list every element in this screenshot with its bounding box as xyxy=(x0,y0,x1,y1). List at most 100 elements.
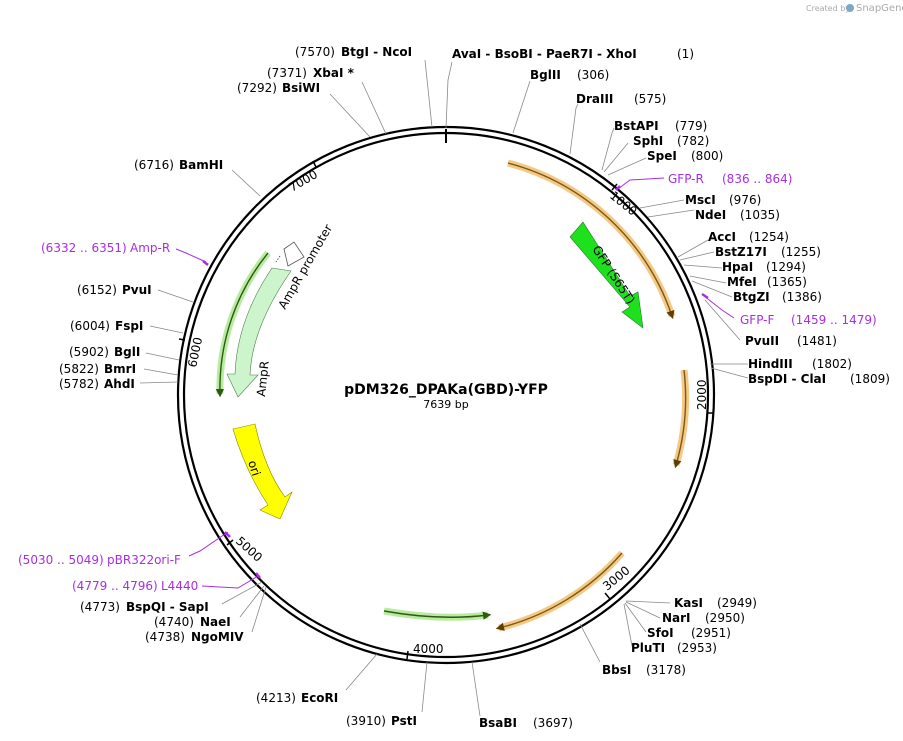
site-ndei-pos: (1035) xyxy=(740,208,780,222)
leader-bgli xyxy=(145,352,180,361)
leader-msci xyxy=(639,199,685,209)
site-acci-name[interactable]: AccI xyxy=(708,230,736,244)
snapgene-credit: Created by SnapGene xyxy=(806,3,903,14)
primer-gfp-f-leader xyxy=(703,295,735,319)
ampr-feature[interactable] xyxy=(226,267,292,398)
primer-gfp-f-range: (1459 .. 1479) xyxy=(791,313,877,327)
site-xbai-name[interactable]: XbaI * xyxy=(313,66,355,80)
primer-pbr322ori-f-range: (5030 .. 5049) xyxy=(18,553,104,567)
site-bgli-name[interactable]: BglI xyxy=(114,345,140,359)
leader-bmri xyxy=(143,368,179,376)
ampr-promoter-feature[interactable] xyxy=(283,241,305,267)
leader-pluti xyxy=(623,603,633,647)
leader-pvuii xyxy=(704,299,741,341)
tick-5000-mark xyxy=(226,539,234,546)
site-psti-pos: (3910) xyxy=(346,714,386,728)
site-pvui-name[interactable]: PvuI xyxy=(122,283,152,297)
site-bglii-name[interactable]: BglII xyxy=(530,68,561,82)
site-pluti-pos: (2953) xyxy=(677,641,717,655)
leader-sfoi xyxy=(624,602,647,633)
site-ecori-name[interactable]: EcoRI xyxy=(301,691,338,705)
site-avai-pos: (1) xyxy=(677,47,694,61)
site-hpai-name[interactable]: HpaI xyxy=(722,260,753,274)
primer-l4440-mark xyxy=(255,572,261,579)
site-mfei-name[interactable]: MfeI xyxy=(727,275,757,289)
leader-bspdi xyxy=(710,367,749,379)
site-spei-name[interactable]: SpeI xyxy=(647,149,677,163)
credit-created-by: Created by xyxy=(806,4,850,13)
site-bspqi-name[interactable]: BspQI - SapI xyxy=(126,600,209,614)
site-ndei-name[interactable]: NdeI xyxy=(695,208,726,222)
site-sfoi-pos: (2951) xyxy=(691,626,731,640)
site-hindiii-pos: (1802) xyxy=(812,357,852,371)
site-bsabi-pos: (3697) xyxy=(533,716,573,730)
leader-bamhi xyxy=(231,169,261,197)
tick-7000-label: 7000 xyxy=(287,167,320,194)
primer-l4440-name[interactable]: L4440 xyxy=(161,579,198,593)
primer-pbr322ori-f-mark xyxy=(224,531,231,538)
site-xbai-pos: (7371) xyxy=(267,66,307,80)
tick-6000-mark xyxy=(178,338,186,341)
leader-bbsi xyxy=(579,623,601,663)
site-draiii-pos: (575) xyxy=(634,92,666,106)
site-btgi-name[interactable]: BtgI - NcoI xyxy=(341,45,412,59)
site-pvuii-pos: (1481) xyxy=(797,334,837,348)
primer-pbr322ori-f-name[interactable]: pBR322ori-F xyxy=(107,553,181,567)
primer-amp-r-name[interactable]: Amp-R xyxy=(130,241,170,255)
site-acci-pos: (1254) xyxy=(749,230,789,244)
leader-psti xyxy=(421,661,428,713)
tick-5000-label: 5000 xyxy=(233,534,265,565)
site-fspi-pos: (6004) xyxy=(70,319,110,333)
site-bamhi-name[interactable]: BamHI xyxy=(179,158,223,172)
ori-feature[interactable] xyxy=(232,423,293,520)
site-psti-name[interactable]: PstI xyxy=(391,714,417,728)
leader-hpai xyxy=(683,264,723,269)
orf-arcs xyxy=(215,159,690,632)
site-draiii-name[interactable]: DraIII xyxy=(576,92,613,106)
site-avai-name[interactable]: AvaI - BsoBI - PaeR7I - XhoI xyxy=(452,47,637,61)
site-hindiii-name[interactable]: HindIII xyxy=(748,357,793,371)
site-bsabi-name[interactable]: BsaBI xyxy=(479,716,517,730)
site-ngomiv-name[interactable]: NgoMIV xyxy=(191,630,244,644)
site-fspi-name[interactable]: FspI xyxy=(115,319,143,333)
site-ahdi-name[interactable]: AhdI xyxy=(104,377,135,391)
site-msci-name[interactable]: MscI xyxy=(685,193,716,207)
primer-pbr322ori-f-leader xyxy=(188,531,229,557)
leader-xbai xyxy=(361,81,387,135)
site-naei-name[interactable]: NaeI xyxy=(200,615,231,629)
plasmid-title: pDM326_DPAKa(GBD)-YFP 7639 bp xyxy=(344,382,548,411)
site-kasi-name[interactable]: KasI xyxy=(674,596,703,610)
leader-sphi xyxy=(603,142,629,173)
gfp-feature[interactable] xyxy=(569,221,644,329)
tick-3000-mark xyxy=(604,592,611,600)
tick-6000-label: 6000 xyxy=(185,336,205,369)
site-bsiwi-name[interactable]: BsiWI xyxy=(282,81,320,95)
site-btgi-pos: (7570) xyxy=(295,45,335,59)
site-mfei-pos: (1365) xyxy=(767,275,807,289)
leader-mfei xyxy=(689,275,727,284)
site-pluti-name[interactable]: PluTI xyxy=(631,641,665,655)
site-sfoi-name[interactable]: SfoI xyxy=(647,626,674,640)
site-naei-pos: (4740) xyxy=(154,615,194,629)
site-bstapi-pos: (779) xyxy=(675,119,707,133)
primer-amp-r-mark xyxy=(202,260,209,266)
leader-ecori xyxy=(345,653,378,691)
site-nari-name[interactable]: NarI xyxy=(662,611,691,625)
site-ahdi-pos: (5782) xyxy=(59,377,99,391)
tick-1000-mark xyxy=(611,183,618,191)
site-bmri-name[interactable]: BmrI xyxy=(104,362,136,376)
primer-gfp-f-mark xyxy=(701,292,709,300)
primer-gfp-f-name[interactable]: GFP-F xyxy=(740,313,775,327)
site-bbsi-name[interactable]: BbsI xyxy=(602,663,631,677)
site-bstapi-name[interactable]: BstAPI xyxy=(614,119,659,133)
primer-l4440-leader xyxy=(201,575,259,589)
site-bstz17i-name[interactable]: BstZ17I xyxy=(715,245,767,259)
site-bspdi-name[interactable]: BspDI - ClaI xyxy=(748,372,826,386)
site-pvuii-name[interactable]: PvuII xyxy=(745,334,779,348)
site-btgzi-name[interactable]: BtgZI xyxy=(733,290,770,304)
primer-l4440-range: (4779 .. 4796) xyxy=(72,579,158,593)
site-sphi-name[interactable]: SphI xyxy=(633,134,663,148)
leader-nari xyxy=(625,601,661,619)
primer-gfp-r-name[interactable]: GFP-R xyxy=(668,172,704,186)
